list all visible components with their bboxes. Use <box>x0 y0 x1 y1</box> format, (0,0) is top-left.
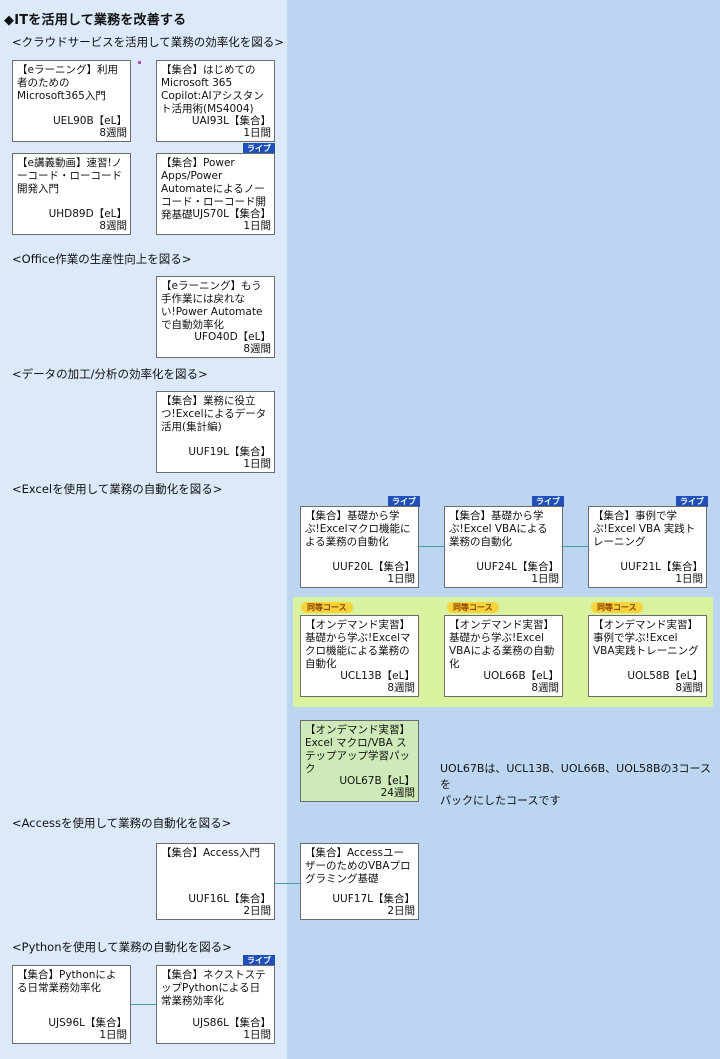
course-duration: 1日間 <box>99 1029 127 1041</box>
page-title: ◆ITを活用して業務を改善する <box>4 13 187 28</box>
course-card-uel90b[interactable]: 【eラーニング】利用者のためのMicrosoft365入門 UEL90B【eL】… <box>12 60 131 142</box>
course-title: 【集合】基礎から学ぶ!Excel VBAによる業務の自動化 <box>449 510 548 548</box>
course-code: UJS70L【集合】 <box>192 208 271 220</box>
course-duration: 1日間 <box>243 127 271 139</box>
course-title: 【eラーニング】もう手作業には戻れない!Power Automateで自動効率化 <box>161 280 263 331</box>
course-code: UUF17L【集合】 <box>332 893 415 905</box>
course-title: 【オンデマンド実習】Excel マクロ/VBA ステップアップ学習パック <box>305 724 410 775</box>
course-card-uol66b[interactable]: 【オンデマンド実習】基礎から学ぶ!Excel VBAによる業務の自動化 UOL6… <box>444 615 563 697</box>
course-duration: 8週間 <box>531 682 559 694</box>
course-code: UAI93L【集合】 <box>191 115 271 127</box>
course-code: UCL13B【eL】 <box>340 670 415 682</box>
course-title: 【e講義動画】速習!ノーコード・ローコード開発入門 <box>17 157 123 195</box>
course-card-uuf24l[interactable]: 【集合】基礎から学ぶ!Excel VBAによる業務の自動化 UUF24L【集合】… <box>444 506 563 588</box>
course-code: UJS86L【集合】 <box>192 1017 271 1029</box>
course-title: 【集合】Pythonによる日常業務効率化 <box>17 969 117 994</box>
course-card-ujs86l[interactable]: 【集合】ネクストステップPythonによる日常業務効率化 UJS86L【集合】 … <box>156 965 275 1044</box>
connector-uuf16l-uuf17l <box>274 883 301 884</box>
section-office: <Office作業の生産性向上を図る> <box>12 252 192 266</box>
course-card-uuf21l[interactable]: 【集合】事例で学ぶ!Excel VBA 実践トレーニング UUF21L【集合】 … <box>588 506 707 588</box>
course-code: UEL90B【eL】 <box>52 115 127 127</box>
section-excel: <Excelを使用して業務の自動化を図る> <box>12 482 223 496</box>
equivalent-course-badge: 同等コース <box>447 602 499 613</box>
course-card-uuf19l[interactable]: 【集合】業務に役立つ!Excelによるデータ活用(集計編) UUF19L【集合】… <box>156 391 275 473</box>
course-duration: 1日間 <box>243 458 271 470</box>
course-code: UOL67B【eL】 <box>339 775 415 787</box>
course-code: UFO40D【eL】 <box>194 331 271 343</box>
course-card-ufo40d[interactable]: 【eラーニング】もう手作業には戻れない!Power Automateで自動効率化… <box>156 276 275 358</box>
course-duration: 1日間 <box>387 573 415 585</box>
live-badge: ライブ <box>243 143 275 154</box>
course-duration: 2日間 <box>387 905 415 917</box>
connector-uuf24l-uuf21l <box>562 546 589 547</box>
course-title: 【集合】はじめてのMicrosoft 365 Copilot:AIアシスタント活… <box>161 64 264 115</box>
section-data: <データの加工/分析の効率化を図る> <box>12 367 208 381</box>
course-title: 【オンデマンド実習】事例で学ぶ!Excel VBA実践トレーニング <box>593 619 699 657</box>
course-title: 【オンデマンド実習】基礎から学ぶ!Excel VBAによる業務の自動化 <box>449 619 555 670</box>
course-code: UUF21L【集合】 <box>620 561 703 573</box>
course-duration: 8週間 <box>675 682 703 694</box>
course-code: UJS96L【集合】 <box>48 1017 127 1029</box>
connector-ujs96l-ujs86l <box>130 1004 157 1005</box>
course-duration: 1日間 <box>243 1029 271 1041</box>
course-code: UUF24L【集合】 <box>476 561 559 573</box>
course-code: UUF19L【集合】 <box>188 446 271 458</box>
equivalent-course-badge: 同等コース <box>301 602 353 613</box>
live-badge: ライブ <box>388 496 420 507</box>
course-card-uol58b[interactable]: 【オンデマンド実習】事例で学ぶ!Excel VBA実践トレーニング UOL58B… <box>588 615 707 697</box>
course-duration: 2日間 <box>243 905 271 917</box>
section-access: <Accessを使用して業務の自動化を図る> <box>12 816 232 830</box>
pack-note: UOL67Bは、UCL13B、UOL66B、UOL58Bの3コースを パックにし… <box>440 762 711 807</box>
course-duration: 1日間 <box>243 220 271 232</box>
corner-marker <box>138 61 141 64</box>
equivalent-course-badge: 同等コース <box>591 602 643 613</box>
course-card-uuf17l[interactable]: 【集合】AccessユーザーのためのVBAプログラミング基礎 UUF17L【集合… <box>300 843 419 920</box>
course-code: UUF20L【集合】 <box>332 561 415 573</box>
course-code: UUF16L【集合】 <box>188 893 271 905</box>
course-card-ucl13b[interactable]: 【オンデマンド実習】基礎から学ぶ!Excelマクロ機能による業務の自動化 UCL… <box>300 615 419 697</box>
course-card-ujs96l[interactable]: 【集合】Pythonによる日常業務効率化 UJS96L【集合】 1日間 <box>12 965 131 1044</box>
course-card-uuf20l[interactable]: 【集合】基礎から学ぶ!Excelマクロ機能による業務の自動化 UUF20L【集合… <box>300 506 419 588</box>
course-duration: 1日間 <box>531 573 559 585</box>
section-cloud: <クラウドサービスを活用して業務の効率化を図る> <box>12 35 284 49</box>
course-title: 【集合】基礎から学ぶ!Excelマクロ機能による業務の自動化 <box>305 510 411 548</box>
course-duration: 8週間 <box>99 127 127 139</box>
course-duration: 8週間 <box>99 220 127 232</box>
course-title: 【集合】AccessユーザーのためのVBAプログラミング基礎 <box>305 847 411 885</box>
course-code: UOL66B【eL】 <box>483 670 559 682</box>
course-card-uuf16l[interactable]: 【集合】Access入門 UUF16L【集合】 2日間 <box>156 843 275 920</box>
course-card-ujs70l[interactable]: 【集合】Power Apps/Power Automateによるノーコード・ロー… <box>156 153 275 235</box>
section-python: <Pythonを使用して業務の自動化を図る> <box>12 940 232 954</box>
course-title: 【集合】Power Apps/Power Automateによるノーコード・ロー… <box>161 157 266 221</box>
live-badge: ライブ <box>243 955 275 966</box>
course-title: 【集合】業務に役立つ!Excelによるデータ活用(集計編) <box>161 395 267 433</box>
course-title: 【オンデマンド実習】基礎から学ぶ!Excelマクロ機能による業務の自動化 <box>305 619 411 670</box>
course-card-uhd89d[interactable]: 【e講義動画】速習!ノーコード・ローコード開発入門 UHD89D【eL】 8週間 <box>12 153 131 235</box>
connector-uuf20l-uuf24l <box>418 546 445 547</box>
course-duration: 8週間 <box>387 682 415 694</box>
course-duration: 24週間 <box>380 787 415 799</box>
live-badge: ライブ <box>532 496 564 507</box>
course-title: 【集合】ネクストステップPythonによる日常業務効率化 <box>161 969 266 1007</box>
live-badge: ライブ <box>676 496 708 507</box>
course-code: UHD89D【eL】 <box>48 208 127 220</box>
course-duration: 1日間 <box>675 573 703 585</box>
course-code: UOL58B【eL】 <box>627 670 703 682</box>
course-title: 【集合】事例で学ぶ!Excel VBA 実践トレーニング <box>593 510 696 548</box>
course-card-uol67b[interactable]: 【オンデマンド実習】Excel マクロ/VBA ステップアップ学習パック UOL… <box>300 720 419 802</box>
course-card-uai93l[interactable]: 【集合】はじめてのMicrosoft 365 Copilot:AIアシスタント活… <box>156 60 275 142</box>
course-title: 【eラーニング】利用者のためのMicrosoft365入門 <box>17 64 118 102</box>
course-title: 【集合】Access入門 <box>161 847 260 859</box>
course-duration: 8週間 <box>243 343 271 355</box>
